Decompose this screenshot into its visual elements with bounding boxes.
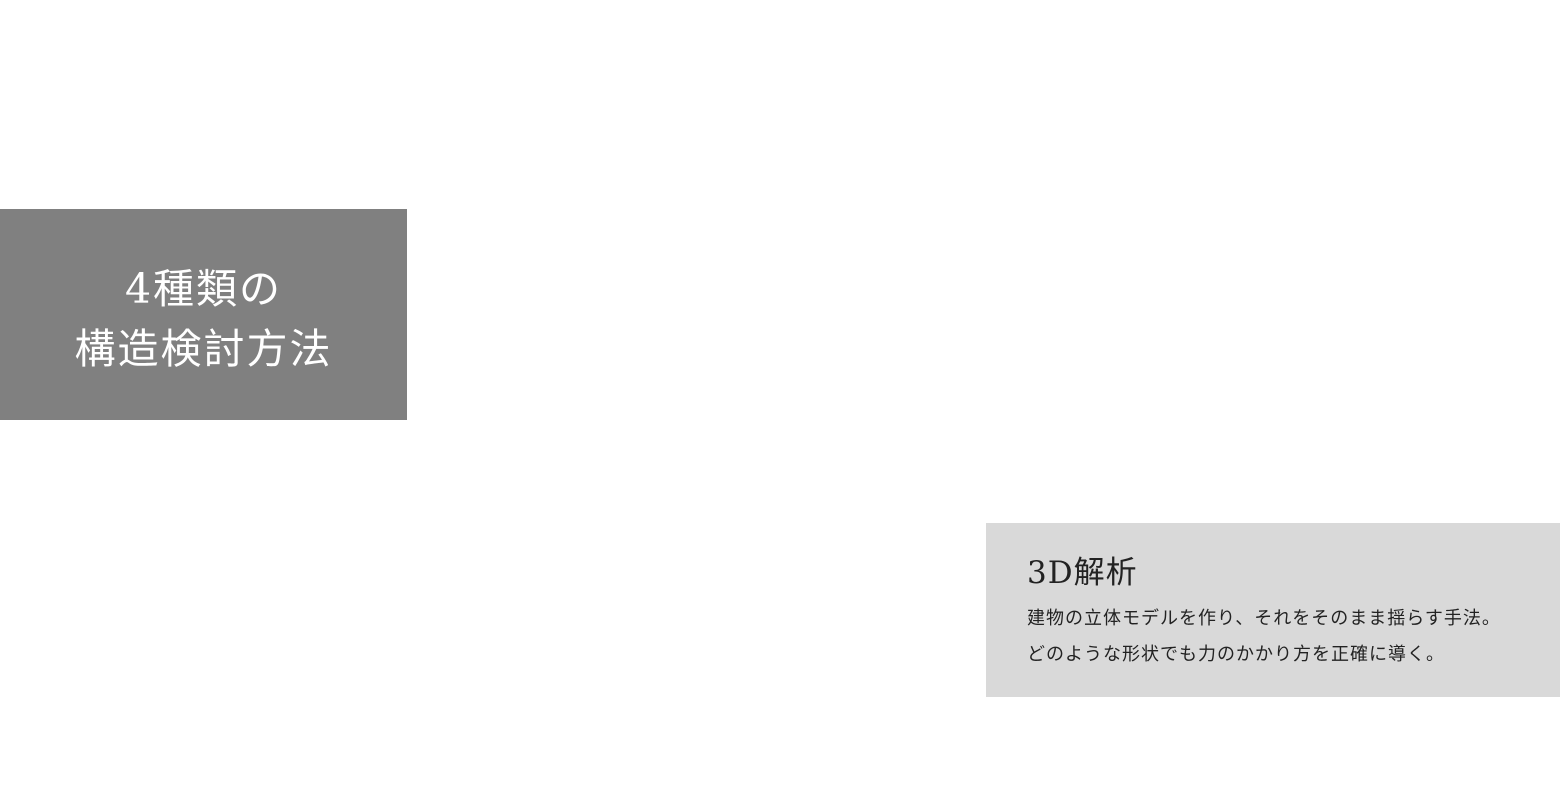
method-title: 3D解析 bbox=[1027, 555, 1138, 591]
section-heading-line-2: 構造検討方法 bbox=[74, 324, 333, 373]
method-card-3d-analysis: 3D解析 建物の立体モデルを作り、それをそのまま揺らす手法。 どのような形状でも… bbox=[986, 523, 1560, 697]
method-description-line-1: 建物の立体モデルを作り、それをそのまま揺らす手法。 bbox=[1027, 608, 1501, 629]
section-heading-panel: 4種類の 構造検討方法 bbox=[0, 209, 407, 420]
section-heading-line-1: 4種類の bbox=[124, 264, 283, 313]
method-description: 建物の立体モデルを作り、それをそのまま揺らす手法。 どのような形状でも力のかかり… bbox=[1027, 601, 1560, 673]
method-description-line-2: どのような形状でも力のかかり方を正確に導く。 bbox=[1027, 644, 1445, 665]
